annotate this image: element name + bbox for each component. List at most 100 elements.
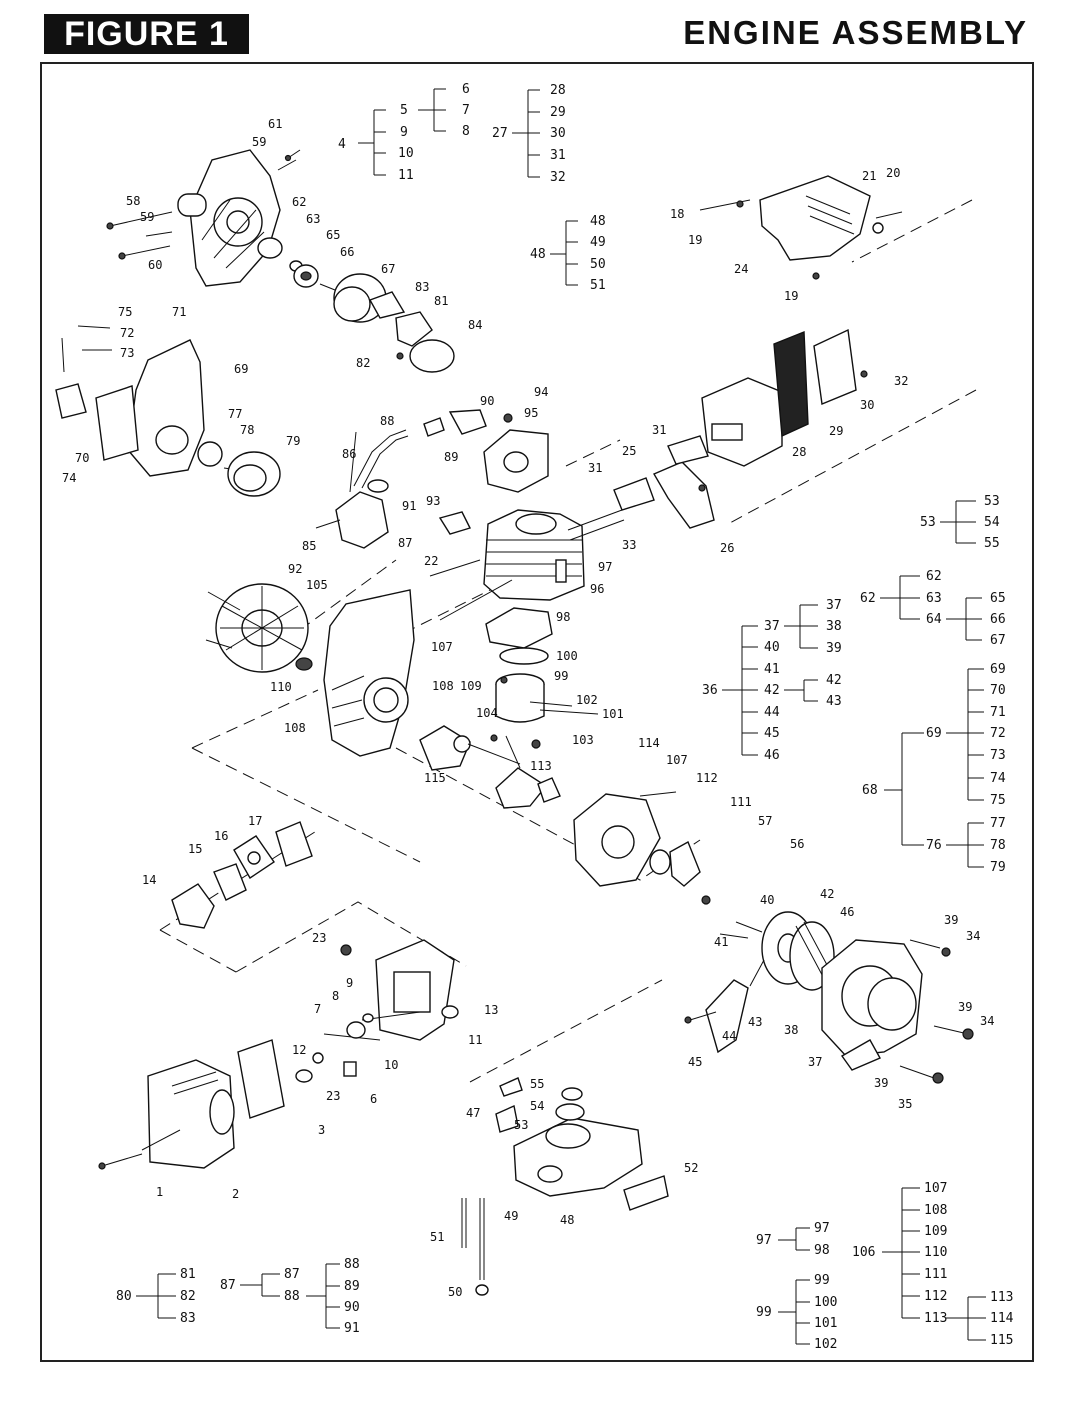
part-number-label: 53 — [514, 1118, 528, 1132]
breakdown-parent: 106 — [852, 1245, 875, 1260]
part-number-label: 49 — [504, 1209, 518, 1223]
part-number-label: 105 — [306, 578, 328, 592]
part-number-label: 84 — [468, 318, 482, 332]
breakdown-parent: 87 — [220, 1278, 236, 1293]
part-number-label: 38 — [784, 1023, 798, 1037]
flywheel-92 — [205, 583, 313, 673]
breakdown-child: 89 — [344, 1279, 360, 1294]
part-callouts: 6159585960626365666783818482757273716977… — [62, 117, 994, 1299]
part-number-label: 93 — [426, 494, 440, 508]
part-number-label: 63 — [306, 212, 320, 226]
part-number-label: 98 — [556, 610, 570, 624]
part-number-label: 94 — [534, 385, 548, 399]
part-number-label: 16 — [214, 829, 228, 843]
part-number-label: 90 — [480, 394, 494, 408]
part-number-label: 96 — [590, 582, 604, 596]
breakdown-child: 28 — [550, 83, 566, 98]
part-number-label: 67 — [381, 262, 395, 276]
ring-washers-63-66 — [257, 237, 319, 288]
part-number-label: 15 — [188, 842, 202, 856]
part-number-label: 23 — [312, 931, 326, 945]
breakdown-child: 76 — [926, 838, 942, 853]
breakdown-child: 109 — [924, 1224, 947, 1239]
breakdown-parent: 97 — [756, 1233, 772, 1248]
piston-99-102 — [495, 647, 599, 723]
part-number-label: 40 — [760, 893, 774, 907]
part-number-label: 55 — [530, 1077, 544, 1091]
fasteners-6-12 — [295, 1011, 421, 1083]
breakdown-labels: 4 5 9 10 11 6 7 8 27 28 29 30 31 32 48 4… — [116, 82, 1014, 1352]
part-number-label: 86 — [342, 447, 356, 461]
breakdown-brackets — [136, 88, 986, 1345]
breakdown-child: 79 — [990, 860, 1006, 875]
breakdown-child: 31 — [550, 148, 566, 163]
part-number-label: 73 — [120, 346, 134, 360]
breakdown-child: 77 — [990, 816, 1006, 831]
part-number-label: 42 — [820, 887, 834, 901]
breakdown-child: 7 — [462, 103, 470, 118]
part-number-label: 18 — [670, 207, 684, 221]
crankcase-69 — [55, 325, 205, 477]
part-number-label: 57 — [758, 814, 772, 828]
breakdown-child: 73 — [990, 748, 1006, 763]
breakdown-child: 64 — [926, 612, 942, 627]
part-number-label: 70 — [75, 451, 89, 465]
fuel-tank-48 — [495, 1077, 669, 1211]
part-number-label: 115 — [424, 771, 446, 785]
breakdown-child: 30 — [550, 126, 566, 141]
breakdown-child: 49 — [590, 235, 606, 250]
rope-handle-44-45 — [684, 959, 765, 1054]
breakdown-child: 44 — [764, 705, 780, 720]
part-number-label: 69 — [234, 362, 248, 376]
breakdown-child: 37 — [764, 619, 780, 634]
breakdown-parent: 62 — [860, 591, 876, 606]
breakdown-child: 41 — [764, 662, 780, 677]
part-number-label: 99 — [554, 669, 568, 683]
part-number-label: 31 — [588, 461, 602, 475]
part-number-label: 8 — [332, 989, 339, 1003]
part-number-label: 44 — [722, 1029, 736, 1043]
part-number-label: 114 — [638, 736, 660, 750]
air-filter-14-17 — [171, 821, 313, 929]
breakdown-child: 108 — [924, 1203, 947, 1218]
gasket-98 — [485, 607, 553, 649]
breakdown-child: 90 — [344, 1300, 360, 1315]
part-number-label: 107 — [666, 753, 688, 767]
screws-58-61 — [106, 149, 301, 260]
breakdown-child: 72 — [990, 726, 1006, 741]
part-number-label: 14 — [142, 873, 156, 887]
part-number-label: 95 — [524, 406, 538, 420]
part-number-label: 72 — [120, 326, 134, 340]
breakdown-child: 55 — [984, 536, 1000, 551]
breakdown-child: 38 — [826, 619, 842, 634]
part-number-label: 82 — [356, 356, 370, 370]
part-number-label: 43 — [748, 1015, 762, 1029]
part-number-label: 12 — [292, 1043, 306, 1057]
part-number-label: 28 — [792, 445, 806, 459]
part-number-label: 102 — [576, 693, 598, 707]
breakdown-child: 83 — [180, 1311, 196, 1326]
breakdown-child: 65 — [990, 591, 1006, 606]
breakdown-child: 97 — [814, 1221, 830, 1236]
part-number-label: 3 — [318, 1123, 325, 1137]
part-number-label: 110 — [270, 680, 292, 694]
part-number-label: 41 — [714, 935, 728, 949]
part-number-label: 79 — [286, 434, 300, 448]
part-number-label: 101 — [602, 707, 624, 721]
breakdown-child: 91 — [344, 1321, 360, 1336]
part-number-label: 7 — [314, 1002, 321, 1016]
part-number-label: 19 — [688, 233, 702, 247]
part-number-label: 19 — [784, 289, 798, 303]
starter-pulley-42 — [719, 911, 835, 991]
part-number-label: 66 — [340, 245, 354, 259]
part-number-label: 74 — [62, 471, 76, 485]
part-number-label: 108 — [432, 679, 454, 693]
breakdown-child: 45 — [764, 726, 780, 741]
breakdown-child: 50 — [590, 257, 606, 272]
breakdown-child: 113 — [924, 1311, 947, 1326]
part-number-label: 35 — [898, 1097, 912, 1111]
part-number-label: 34 — [966, 929, 980, 943]
breakdown-parent: 48 — [530, 247, 546, 262]
part-number-label: 1 — [156, 1185, 163, 1199]
part-number-label: 97 — [598, 560, 612, 574]
